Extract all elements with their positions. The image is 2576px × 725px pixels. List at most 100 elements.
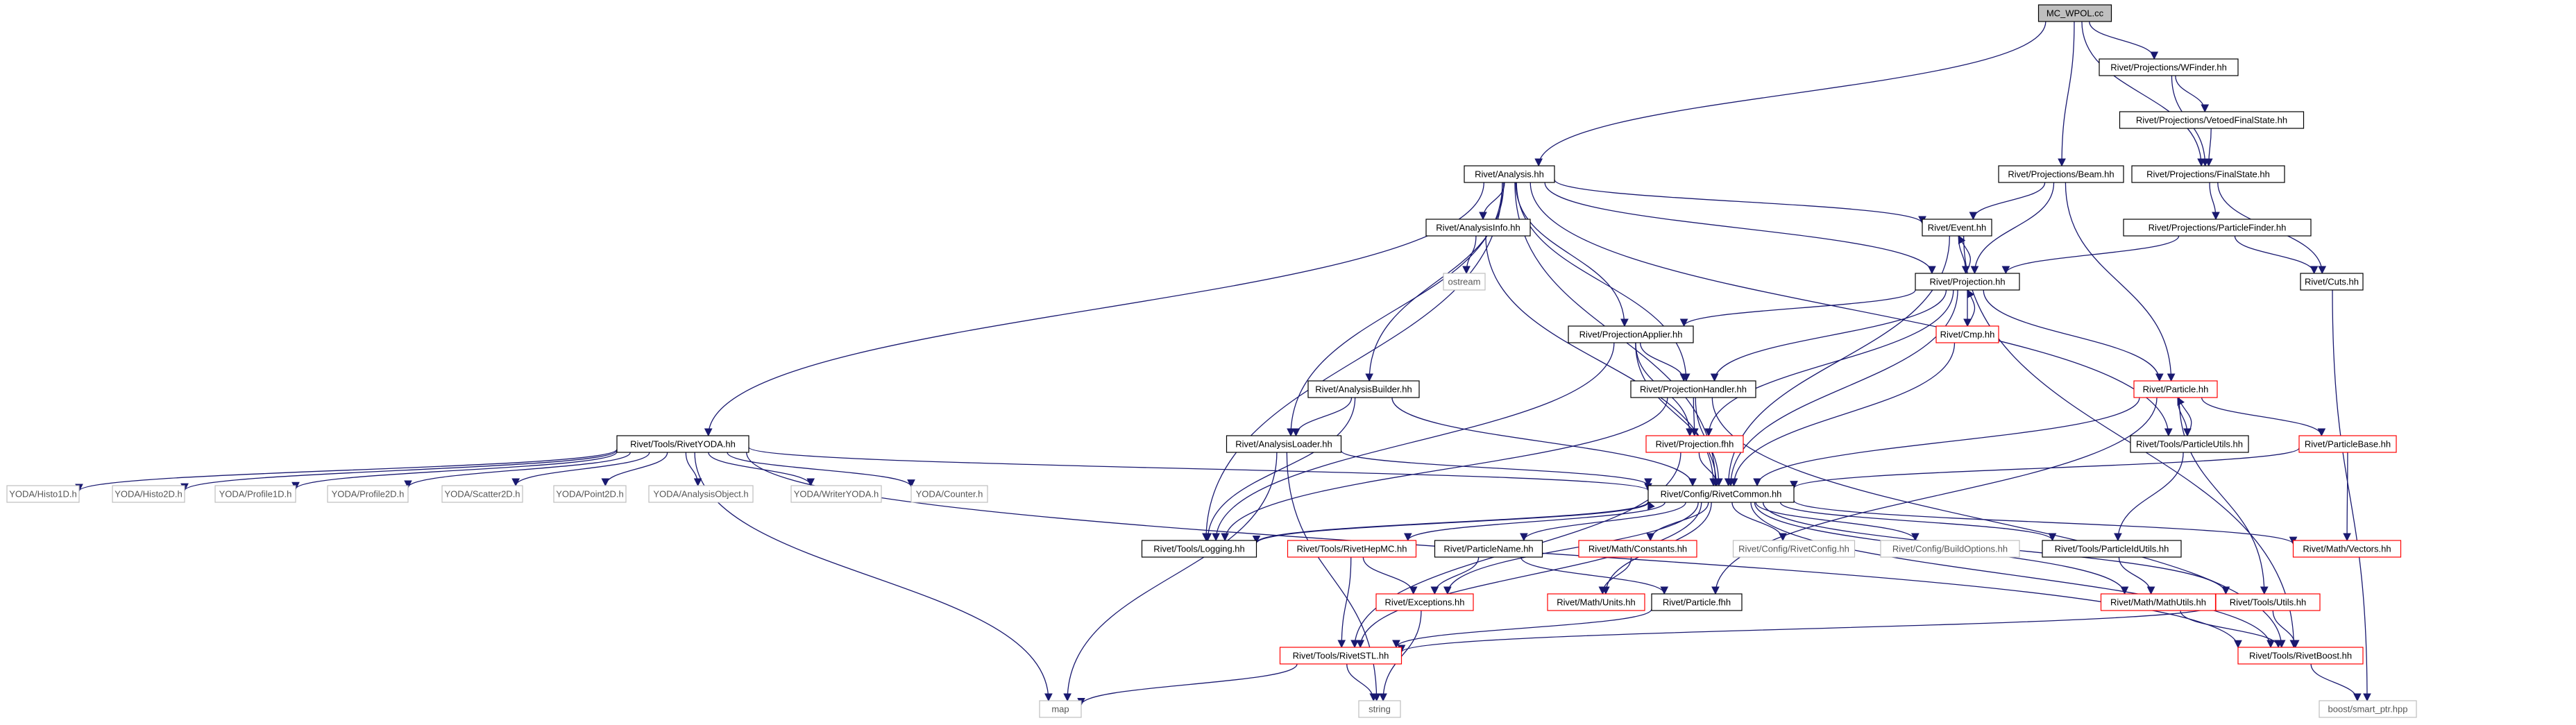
node-label-event: Rivet/Event.hh: [1928, 223, 1987, 233]
node-box-analysisbuilder: [1307, 380, 1420, 398]
node-beam[interactable]: Rivet/Projections/Beam.hh: [1998, 165, 2124, 183]
node-particlename[interactable]: Rivet/ParticleName.hh: [1434, 540, 1543, 558]
node-exceptions[interactable]: Rivet/Exceptions.hh: [1375, 593, 1474, 611]
edge-analysis-to-analysisbuilder: [1365, 182, 1505, 382]
edge-wfinder-to-vetoed: [2175, 75, 2210, 113]
edge-rivetyoda-to-rivetcommon: [748, 447, 1652, 492]
edge-projhandler-to-logging: [1221, 397, 1668, 542]
node-map: map: [1039, 700, 1082, 718]
node-logging[interactable]: Rivet/Tools/Logging.hh: [1141, 540, 1257, 558]
edge-particleidutils-to-mathutils: [2118, 556, 2155, 595]
node-label-vectors: Rivet/Math/Vectors.hh: [2303, 544, 2391, 554]
node-box-mc_wpol: [2037, 4, 2112, 22]
node-label-scatter2d: YODA/Scatter2D.h: [444, 489, 520, 500]
node-label-analysisloader: Rivet/AnalysisLoader.hh: [1235, 439, 1332, 450]
node-box-projection: [1915, 273, 2020, 291]
node-label-particlename: Rivet/ParticleName.hh: [1443, 544, 1533, 554]
node-mc_wpol[interactable]: MC_WPOL.cc: [2037, 4, 2112, 22]
edge-mathutils-to-rivetboost: [2180, 610, 2282, 649]
nodes-layer: MC_WPOL.ccRivet/Projections/WFinder.hhRi…: [6, 4, 2417, 718]
edge-analysis-to-logging: [1202, 182, 1503, 542]
node-projectionfhh[interactable]: Rivet/Projection.fhh: [1645, 435, 1744, 453]
edge-particle-to-toolsutils: [2178, 397, 2269, 595]
edge-rivetyoda-to-scatter2d: [511, 452, 650, 487]
node-box-particlebase: [2298, 435, 2397, 453]
node-projapplier[interactable]: Rivet/ProjectionApplier.hh: [1568, 325, 1694, 343]
edge-analysis-to-particleutils: [1530, 182, 2173, 437]
node-rivetyoda[interactable]: Rivet/Tools/RivetYODA.hh: [616, 435, 749, 453]
node-particleutils[interactable]: Rivet/Tools/ParticleUtils.hh: [2130, 435, 2249, 453]
edge-rivetyoda-to-histo1d: [75, 448, 618, 493]
edge-beam-to-particle: [2065, 182, 2176, 382]
edge-analysisbuilder-to-analysisloader: [1291, 397, 1353, 437]
node-profile2d: YODA/Profile2D.h: [327, 485, 409, 503]
node-cuts[interactable]: Rivet/Cuts.hh: [2300, 273, 2364, 291]
node-box-rivetstl: [1279, 647, 1403, 665]
node-ostream: ostream: [1443, 273, 1486, 291]
node-particle[interactable]: Rivet/Particle.hh: [2133, 380, 2218, 398]
edge-rivetcommon-to-rivetboost: [1750, 502, 2275, 649]
node-box-analysisloader: [1226, 435, 1342, 453]
node-box-analysis: [1464, 165, 1555, 183]
node-mathutils[interactable]: Rivet/Math/MathUtils.hh: [2100, 593, 2217, 611]
node-rivetboost[interactable]: Rivet/Tools/RivetBoost.hh: [2237, 647, 2364, 665]
node-label-particlefhh: Rivet/Particle.fhh: [1663, 597, 1731, 608]
node-label-string: string: [1368, 704, 1391, 715]
node-analysisloader[interactable]: Rivet/AnalysisLoader.hh: [1226, 435, 1342, 453]
edge-projection-to-projapplier: [1679, 289, 1916, 327]
node-box-vectors: [2292, 540, 2402, 558]
edge-particle-to-particlebase: [2201, 397, 2326, 437]
node-box-rivetyoda: [616, 435, 749, 453]
node-label-particleutils: Rivet/Tools/ParticleUtils.hh: [2136, 439, 2243, 450]
edge-rivetcommon-to-exceptions: [1443, 502, 1699, 595]
node-box-wfinder: [2099, 58, 2239, 76]
node-vetoed[interactable]: Rivet/Projections/VetoedFinalState.hh: [2119, 111, 2305, 129]
node-box-cuts: [2300, 273, 2364, 291]
edge-mc_wpol-to-beam: [2058, 21, 2075, 167]
node-box-profile1d: [214, 485, 296, 503]
node-box-hepmc: [1287, 540, 1417, 558]
node-box-exceptions: [1375, 593, 1474, 611]
node-toolsutils[interactable]: Rivet/Tools/Utils.hh: [2215, 593, 2321, 611]
node-event[interactable]: Rivet/Event.hh: [1922, 219, 1992, 237]
edge-projection-to-projhandler: [1710, 289, 1947, 382]
node-cmp[interactable]: Rivet/Cmp.hh: [1935, 325, 1999, 343]
node-particlefinder[interactable]: Rivet/Projections/ParticleFinder.hh: [2123, 219, 2312, 237]
node-particlefhh[interactable]: Rivet/Particle.fhh: [1651, 593, 1743, 611]
node-finalstate[interactable]: Rivet/Projections/FinalState.hh: [2131, 165, 2285, 183]
node-hepmc[interactable]: Rivet/Tools/RivetHepMC.hh: [1287, 540, 1417, 558]
node-constants[interactable]: Rivet/Math/Constants.hh: [1578, 540, 1697, 558]
node-box-writeryoda: [790, 485, 882, 503]
node-rivetcommon[interactable]: Rivet/Config/RivetCommon.hh: [1647, 485, 1795, 503]
node-histo1d: YODA/Histo1D.h: [6, 485, 80, 503]
node-box-ostream: [1443, 273, 1486, 291]
edge-analysis-to-projapplier: [1515, 182, 1629, 327]
node-label-counter: YODA/Counter.h: [916, 489, 983, 500]
node-vectors[interactable]: Rivet/Math/Vectors.hh: [2292, 540, 2402, 558]
node-particleidutils[interactable]: Rivet/Tools/ParticleIdUtils.hh: [2042, 540, 2182, 558]
edge-projapplier-to-rivetcommon: [1635, 342, 1721, 487]
edge-mc_wpol-to-finalstate: [2081, 21, 2205, 167]
node-label-rivetstl: Rivet/Tools/RivetSTL.hh: [1293, 651, 1389, 661]
node-label-profile2d: YODA/Profile2D.h: [332, 489, 405, 500]
edge-particle-to-rivetcommon: [1753, 397, 2140, 487]
node-label-particlebase: Rivet/ParticleBase.hh: [2305, 439, 2391, 450]
node-analysisinfo[interactable]: Rivet/AnalysisInfo.hh: [1425, 219, 1531, 237]
edge-rivetcommon-to-rivetstl: [1356, 502, 1702, 649]
edge-particlename-to-particlefhh: [1520, 556, 1669, 595]
edge-rivetyoda-to-analysisobject: [685, 452, 702, 487]
node-projection[interactable]: Rivet/Projection.hh: [1915, 273, 2020, 291]
node-units[interactable]: Rivet/Math/Units.hh: [1547, 593, 1645, 611]
node-scatter2d: YODA/Scatter2D.h: [441, 485, 523, 503]
node-rivetstl[interactable]: Rivet/Tools/RivetSTL.hh: [1279, 647, 1403, 665]
edge-particleutils-to-particle: [2177, 396, 2192, 436]
node-wfinder[interactable]: Rivet/Projections/WFinder.hh: [2099, 58, 2239, 76]
node-projhandler[interactable]: Rivet/ProjectionHandler.hh: [1630, 380, 1756, 398]
node-rivetconfig: Rivet/Config/RivetConfig.hh: [1732, 540, 1856, 558]
edge-beam-to-projection: [1970, 182, 2055, 275]
node-box-particleidutils: [2042, 540, 2182, 558]
node-analysisbuilder[interactable]: Rivet/AnalysisBuilder.hh: [1307, 380, 1420, 398]
node-analysis[interactable]: Rivet/Analysis.hh: [1464, 165, 1555, 183]
node-particlebase[interactable]: Rivet/ParticleBase.hh: [2298, 435, 2397, 453]
node-label-map: map: [1051, 704, 1069, 715]
